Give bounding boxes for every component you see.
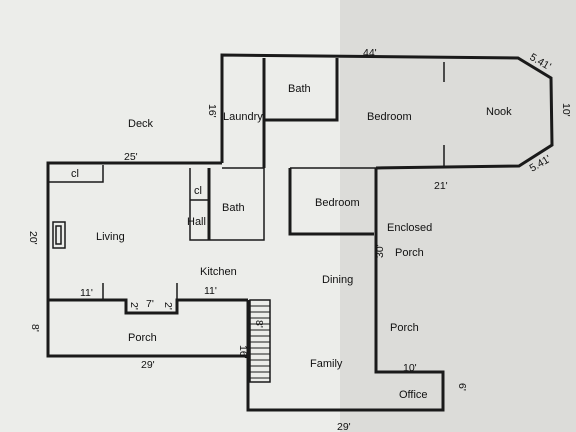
room-label-bedroom-upper: Bedroom — [367, 111, 412, 123]
dim-nook-side: 10' — [560, 103, 572, 117]
room-label-living: Living — [96, 231, 125, 243]
bath-bottom-wall — [264, 58, 339, 122]
hall-closet-box — [189, 168, 265, 241]
room-label-porch-left: Porch — [128, 332, 157, 344]
room-label-porch-right-lower: Porch — [390, 322, 419, 334]
paper-shadow — [340, 0, 576, 432]
dim-stair-8: 8' — [253, 320, 265, 328]
porch-notch-wall — [48, 298, 248, 315]
dim-porch-8: 8' — [29, 324, 41, 332]
room-label-bedroom-lower: Bedroom — [315, 197, 360, 209]
room-label-closet-left: cl — [71, 168, 79, 180]
room-label-family: Family — [310, 358, 343, 370]
staircase — [249, 299, 271, 383]
room-label-office: Office — [399, 389, 428, 401]
fireplace — [52, 221, 66, 249]
dim-top-44: 44' — [363, 47, 377, 59]
dim-notch-2b: 2' — [162, 302, 174, 310]
room-label-deck: Deck — [128, 118, 154, 130]
room-label-bath-upper: Bath — [288, 83, 311, 95]
room-label-bath-lower: Bath — [222, 202, 245, 214]
dim-office-10: 10' — [403, 362, 417, 374]
dim-laundry-16: 16' — [206, 104, 218, 118]
dim-bottom-29: 29' — [337, 421, 351, 432]
left-closet-wall — [48, 165, 104, 183]
dim-notch-7: 7' — [146, 298, 154, 310]
room-label-enclosed: Enclosed — [387, 222, 432, 234]
room-label-hall: Hall — [187, 216, 206, 228]
dim-deck-25: 25' — [124, 151, 138, 163]
family-wall — [246, 168, 445, 412]
room-label-dining: Dining — [322, 274, 353, 286]
dim-kitchen-11: 11' — [204, 285, 217, 297]
room-label-nook: Nook — [486, 106, 512, 118]
fireplace-inner — [55, 225, 62, 245]
dim-porch-29: 29' — [141, 359, 155, 371]
room-label-porch-right-upper: Porch — [395, 247, 424, 259]
dim-notch-2a: 2' — [128, 302, 140, 310]
room-label-laundry: Laundry — [223, 111, 263, 123]
room-label-closet-hall: cl — [194, 185, 202, 197]
dim-living-20: 20' — [27, 231, 39, 245]
living-top-wall — [46, 161, 248, 358]
dim-office-6: 6' — [456, 383, 468, 391]
lower-bedroom-wall — [288, 168, 374, 236]
dim-bedroom-21: 21' — [434, 180, 448, 192]
upper-wing-wall — [220, 53, 554, 170]
dim-enclosed-30: 30' — [374, 244, 386, 258]
dim-stair-16: 16' — [237, 345, 249, 359]
dim-living-11: 11' — [80, 287, 93, 299]
room-label-kitchen: Kitchen — [200, 266, 237, 278]
